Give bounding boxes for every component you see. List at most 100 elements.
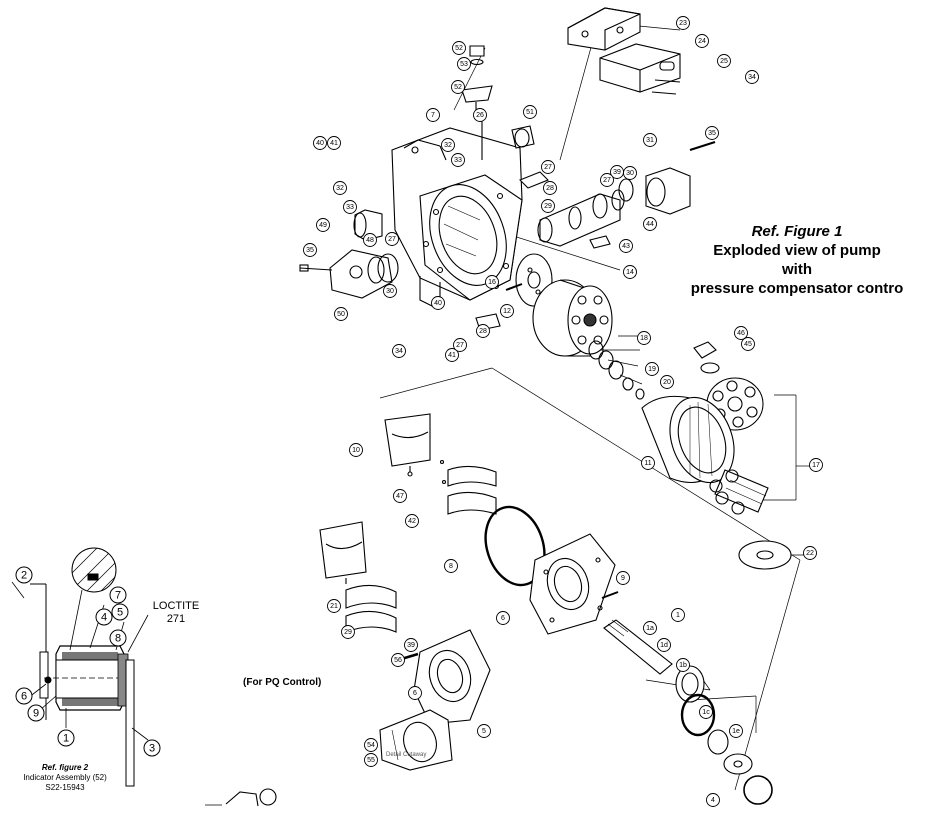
part-balloon: 27 (453, 338, 467, 352)
part-balloon-number: 32 (444, 142, 452, 149)
part-balloon-number: 29 (544, 203, 552, 210)
part-balloon: 1d (657, 638, 671, 652)
part-balloon: 27 (541, 160, 555, 174)
right-cap (618, 141, 716, 215)
indicator-callout: 6 (15, 687, 33, 705)
part-balloon-number: 1 (676, 612, 680, 619)
part-balloon: 1e (729, 724, 743, 738)
part-balloon-number: 1d (660, 642, 668, 649)
part-balloon: 8 (444, 559, 458, 573)
part-balloon-number: 30 (626, 170, 634, 177)
saddle-bearings-upper (439, 459, 497, 515)
washer-22 (738, 540, 792, 570)
part-balloon-number: 52 (455, 45, 463, 52)
part-balloon-number: 40 (316, 140, 324, 147)
loctite-grade: 271 (167, 613, 185, 625)
part-balloon: 23 (676, 16, 690, 30)
part-balloon-number: 48 (366, 237, 374, 244)
part-balloon: 18 (637, 331, 651, 345)
part-balloon: 52 (452, 41, 466, 55)
part-balloon-number: 42 (408, 518, 416, 525)
indicator-callout-number: 3 (149, 743, 155, 755)
indicator-callout: 7 (109, 586, 127, 604)
indicator-callout-number: 5 (117, 607, 123, 619)
detail-cutaway-label: Detail Cutaway (386, 752, 427, 758)
pump-housing (391, 127, 523, 307)
part-balloon-number: 23 (679, 20, 687, 27)
part-balloon-number: 20 (663, 379, 671, 386)
figure-2-subtitle: Indicator Assembly (52) (23, 773, 107, 782)
part-balloon-number: 44 (646, 221, 654, 228)
part-balloon-number: 25 (720, 58, 728, 65)
part-balloon: 35 (705, 126, 719, 140)
part-balloon: 28 (543, 181, 557, 195)
figure-1-caption: Ref. Figure 1 Exploded view of pump with… (650, 222, 944, 298)
part-balloon: 1b (676, 658, 690, 672)
part-balloon-number: 24 (698, 38, 706, 45)
part-balloon-number: 30 (386, 288, 394, 295)
part-balloon-number: 1e (732, 728, 740, 735)
part-balloon: 51 (523, 105, 537, 119)
part-balloon: 56 (391, 653, 405, 667)
part-balloon-number: 33 (454, 157, 462, 164)
part-balloon-number: 14 (626, 269, 634, 276)
part-balloon: 54 (364, 738, 378, 752)
indicator-callout: 9 (27, 704, 45, 722)
indicator-callout-number: 4 (101, 612, 107, 624)
part-balloon-number: 1b (679, 662, 687, 669)
part-balloon-number: 18 (640, 335, 648, 342)
pistons (709, 469, 769, 515)
saddle-bearings-lower (345, 584, 397, 633)
part-balloon-number: 21 (330, 603, 338, 610)
part-balloon-number: 26 (476, 112, 484, 119)
part-balloon-number: 19 (648, 366, 656, 373)
part-balloon: 1a (643, 621, 657, 635)
part-balloon-number: 39 (613, 169, 621, 176)
indicator-callout: 5 (111, 603, 129, 621)
part-balloon: 41 (445, 348, 459, 362)
part-balloon-number: 54 (367, 742, 375, 749)
part-balloon-number: 31 (646, 137, 654, 144)
part-balloon-number: 47 (396, 493, 404, 500)
figure-1-line-1: Exploded view of pump (713, 242, 881, 259)
part-balloon-number: 1a (646, 625, 654, 632)
part-balloon: 6 (408, 686, 422, 700)
part-balloon-number: 32 (336, 185, 344, 192)
top-fittings (461, 45, 535, 160)
part-balloon-number: 17 (812, 462, 820, 469)
part-balloon-number: 29 (344, 629, 352, 636)
part-balloon-number: 34 (748, 74, 756, 81)
part-balloon-number: 12 (503, 308, 511, 315)
part-balloon-number: 6 (501, 615, 505, 622)
figure-2-caption: Ref. figure 2 Indicator Assembly (52) S2… (0, 763, 130, 793)
part-balloon-number: 27 (544, 164, 552, 171)
part-balloon: 52 (451, 80, 465, 94)
part-balloon: 40 (313, 136, 327, 150)
part-balloon: 22 (803, 546, 817, 560)
part-balloon: 50 (334, 307, 348, 321)
part-balloon: 43 (619, 239, 633, 253)
part-balloon-number: 39 (407, 642, 415, 649)
part-balloon-number: 5 (482, 728, 486, 735)
control-block (567, 7, 681, 95)
part-balloon: 49 (316, 218, 330, 232)
piece-10 (384, 413, 431, 477)
pq-piece (319, 521, 367, 584)
part-balloon: 34 (392, 344, 406, 358)
part-balloon-number: 55 (367, 757, 375, 764)
figure-1-line-3: pressure compensator contro (690, 280, 904, 297)
part-balloon: 17 (809, 458, 823, 472)
part-balloon: 46 (734, 326, 748, 340)
part-balloon: 44 (643, 217, 657, 231)
part-balloon-number: 6 (413, 690, 417, 697)
drive-shaft (603, 619, 773, 805)
part-balloon: 26 (473, 108, 487, 122)
part-balloon: 16 (485, 275, 499, 289)
indicator-callout-number: 9 (33, 708, 39, 720)
part-balloon-number: 1c (702, 709, 710, 716)
part-balloon: 7 (426, 108, 440, 122)
part-balloon: 53 (457, 57, 471, 71)
part-balloon: 19 (645, 362, 659, 376)
part-balloon: 25 (717, 54, 731, 68)
